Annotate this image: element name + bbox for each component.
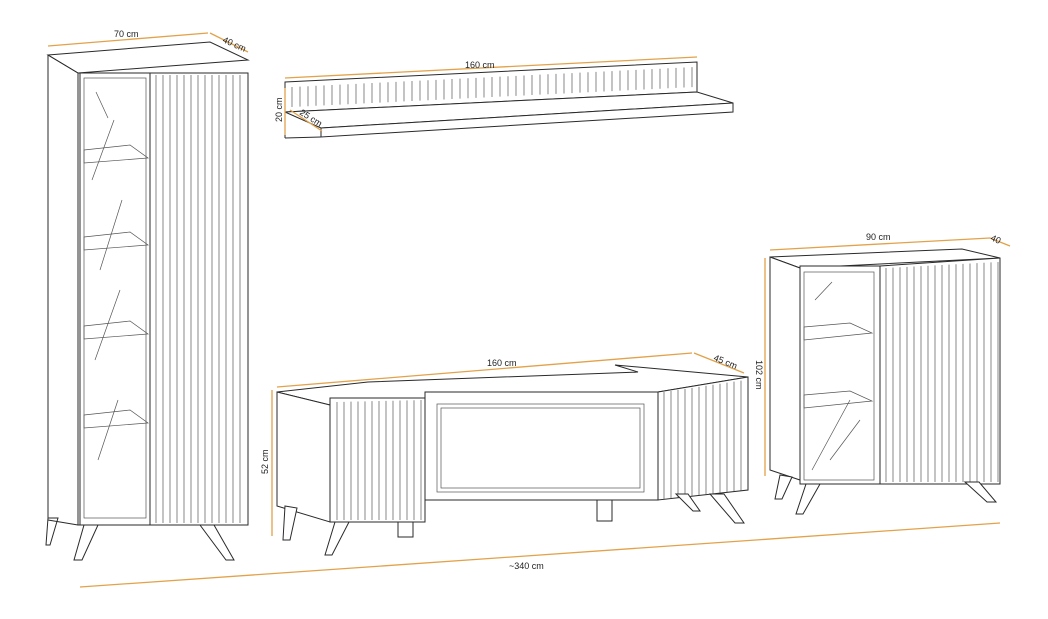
small-cabinet-slat-door bbox=[885, 262, 999, 482]
shelf-height-label: 20 cm bbox=[274, 97, 284, 122]
tv-unit-width-label: 160 cm bbox=[487, 358, 517, 368]
wall-shelf-slats bbox=[291, 67, 693, 107]
tv-unit-right-slats bbox=[663, 380, 742, 499]
tall-cabinet-width-label: 70 cm bbox=[114, 29, 139, 39]
tall-cabinet-legs bbox=[45, 517, 235, 561]
tall-cabinet-slat-door bbox=[155, 75, 241, 523]
tv-unit-left-slats bbox=[336, 400, 422, 520]
tv-unit-legs bbox=[282, 493, 745, 556]
tall-cabinet bbox=[45, 41, 250, 561]
small-cabinet-legs bbox=[774, 474, 998, 515]
small-cabinet-depth-label: 40 bbox=[989, 233, 1002, 246]
small-cabinet-width-label: 90 cm bbox=[866, 232, 891, 242]
tv-unit-depth-label: 45 cm bbox=[712, 353, 738, 371]
tv-unit bbox=[276, 364, 749, 556]
shelf-width-label: 160 cm bbox=[465, 60, 495, 70]
wall-shelf bbox=[284, 61, 734, 139]
small-cabinet-height-label: 102 cm bbox=[754, 360, 764, 390]
tv-unit-height-label: 52 cm bbox=[260, 449, 270, 474]
total-width-label: ~340 cm bbox=[509, 561, 544, 571]
tall-cabinet-glass-shelves bbox=[83, 91, 149, 461]
small-cabinet bbox=[769, 248, 1001, 515]
dimension-lines bbox=[47, 32, 1011, 588]
